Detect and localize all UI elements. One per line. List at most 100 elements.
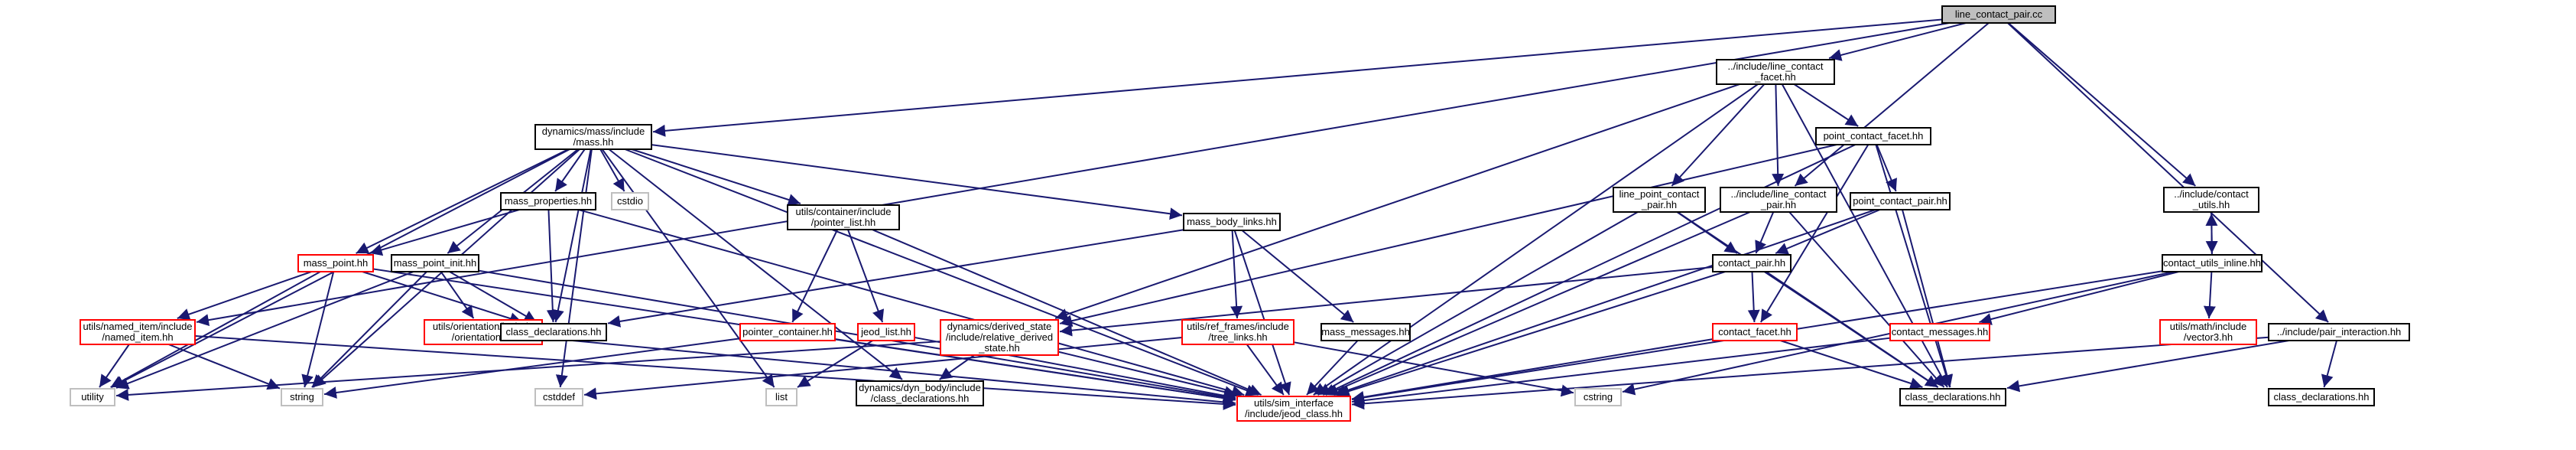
node-label: utility — [81, 391, 104, 403]
node-mmsg[interactable]: mass_messages.hh — [1320, 323, 1411, 341]
node-box — [500, 323, 607, 341]
node-box — [2163, 187, 2259, 213]
node-cstdio[interactable]: cstdio — [611, 192, 649, 210]
node-label: line_point_contact — [1619, 188, 1700, 200]
node-classdecl1[interactable]: class_declarations.hh — [500, 323, 607, 341]
node-dynbody[interactable]: dynamics/dyn_body/include/class_declarat… — [856, 380, 984, 406]
edge-mass-to-cstddef — [555, 148, 593, 388]
edge-pcp-to-cph — [1775, 209, 1881, 255]
node-box — [765, 388, 797, 406]
node-list[interactable]: list — [765, 388, 797, 406]
node-label: line_contact_pair.cc — [1955, 8, 2043, 20]
edge-pcf-to-drs — [1059, 144, 1837, 328]
node-label: utils/named_item/include — [83, 321, 192, 332]
edge-ipi-to-classdecl2 — [2006, 340, 2289, 393]
node-pcont[interactable]: pointer_container.hh — [739, 323, 836, 341]
node-box — [1613, 187, 1706, 213]
edge-ipi-to-jeod — [1351, 336, 2269, 410]
edge-cui-to-vec3 — [2203, 271, 2216, 319]
node-box — [2268, 323, 2410, 341]
node-mpinit[interactable]: mass_point_init.hh — [391, 254, 479, 272]
edge-mpinit-to-utility — [115, 271, 414, 390]
node-cfacet[interactable]: contact_facet.hh — [1712, 323, 1798, 341]
node-box — [1889, 323, 1990, 341]
node-label: utils/math/include — [2170, 321, 2246, 332]
node-cui[interactable]: contact_utils_inline.hh — [2162, 254, 2263, 272]
edge-mpinit-to-classdecl1 — [449, 271, 538, 323]
edge-cui-to-cmsg — [1979, 271, 2179, 325]
edge-mass-to-mpoint — [356, 148, 569, 254]
node-lcf[interactable]: ../include/line_contact_facet.hh — [1716, 59, 1835, 85]
edge-pcont-to-string — [323, 338, 741, 399]
edge-mprops-to-mpoint — [369, 209, 520, 256]
node-vec3[interactable]: utils/math/include/vector3.hh — [2159, 319, 2257, 345]
edge-cfacet-to-jeod — [1351, 338, 1714, 403]
node-jlist[interactable]: jeod_list.hh — [857, 323, 915, 341]
node-label: class_declarations.hh — [2273, 391, 2369, 403]
node-label: cstdio — [617, 195, 643, 207]
node-label: contact_facet.hh — [1718, 326, 1791, 338]
edge-mpoint-to-classdecl1 — [362, 271, 523, 324]
edge-pcp-to-jeod — [1333, 209, 1876, 397]
node-icu[interactable]: ../include/contact_utils.hh — [2163, 187, 2259, 213]
node-label: string — [290, 391, 314, 403]
edge-pcf-to-pcp — [1876, 144, 1897, 192]
node-label: _pair.hh — [1760, 199, 1796, 210]
node-label: _facet.hh — [1754, 71, 1796, 83]
node-classdecl3[interactable]: class_declarations.hh — [2268, 388, 2375, 406]
node-pcf[interactable]: point_contact_facet.hh — [1815, 127, 1931, 145]
edge-root-to-ipi — [2007, 22, 2329, 323]
edge-root-to-ilcp — [1794, 22, 1990, 187]
edge-pcf-to-jeod — [1322, 144, 1856, 396]
node-cmsg[interactable]: contact_messages.hh — [1889, 323, 1990, 341]
node-plist[interactable]: utils/container/include/pointer_list.hh — [787, 204, 900, 230]
node-cph[interactable]: contact_pair.hh — [1712, 254, 1792, 272]
edge-mass-to-mprops — [554, 148, 586, 192]
edge-mpoint-to-utility — [110, 271, 321, 388]
node-label: point_contact_pair.hh — [1853, 195, 1947, 207]
edge-lcf-to-jeod — [1313, 83, 1759, 396]
node-cstring[interactable]: cstring — [1574, 388, 1622, 406]
node-drs[interactable]: dynamics/derived_state/include/relative_… — [940, 319, 1059, 356]
node-root[interactable]: line_contact_pair.cc — [1941, 5, 2056, 24]
node-label: _state.hh — [978, 342, 1020, 354]
edge-cph-to-classdecl2 — [1763, 271, 1939, 388]
edge-pcf-to-cfacet — [1760, 144, 1869, 323]
node-tree[interactable]: utils/ref_frames/include/tree_links.hh — [1181, 319, 1294, 345]
edge-ilcp-to-jeod — [1325, 211, 1751, 396]
node-classdecl2[interactable]: class_declarations.hh — [1899, 388, 2006, 406]
node-box — [2162, 254, 2263, 272]
node-named[interactable]: utils/named_item/include/named_item.hh — [80, 319, 196, 345]
edge-tree-to-cstring — [1293, 341, 1574, 397]
edge-drs-to-jeod — [1057, 351, 1237, 399]
node-box — [1712, 254, 1792, 272]
node-label: utils/ref_frames/include — [1187, 321, 1289, 332]
edge-lcf-to-pcf — [1793, 83, 1859, 127]
node-label: mass_messages.hh — [1321, 326, 1410, 338]
node-ilcp[interactable]: ../include/line_contact_pair.hh — [1720, 187, 1837, 213]
node-mass[interactable]: dynamics/mass/include/mass.hh — [534, 124, 652, 150]
edge-layer — [99, 18, 2337, 410]
node-box — [1181, 319, 1294, 345]
node-lpcp[interactable]: line_point_contact_pair.hh — [1613, 187, 1706, 213]
node-label: ../include/line_contact — [1727, 60, 1823, 72]
edge-mass-to-cstdio — [599, 148, 625, 192]
edge-drs-to-dynbody — [939, 354, 975, 380]
node-mbl[interactable]: mass_body_links.hh — [1183, 213, 1281, 231]
node-jeod[interactable]: utils/sim_interface/include/jeod_class.h… — [1236, 396, 1351, 422]
node-box — [1574, 388, 1622, 406]
node-string[interactable]: string — [281, 388, 323, 406]
edge-root-to-lcf — [1828, 22, 1967, 61]
node-label: /tree_links.hh — [1208, 331, 1267, 343]
node-pcp[interactable]: point_contact_pair.hh — [1850, 192, 1951, 210]
node-label: /include/relative_derived — [946, 331, 1053, 343]
node-cstddef[interactable]: cstddef — [534, 388, 583, 406]
node-ipi[interactable]: ../include/pair_interaction.hh — [2268, 323, 2410, 341]
node-label: /orientation.hh — [452, 331, 515, 343]
node-box — [1815, 127, 1931, 145]
node-label: list — [775, 391, 788, 403]
node-mprops[interactable]: mass_properties.hh — [500, 192, 596, 210]
node-utility[interactable]: utility — [70, 388, 115, 406]
node-mpoint[interactable]: mass_point.hh — [297, 254, 374, 272]
edge-mpoint-to-named — [177, 271, 312, 321]
